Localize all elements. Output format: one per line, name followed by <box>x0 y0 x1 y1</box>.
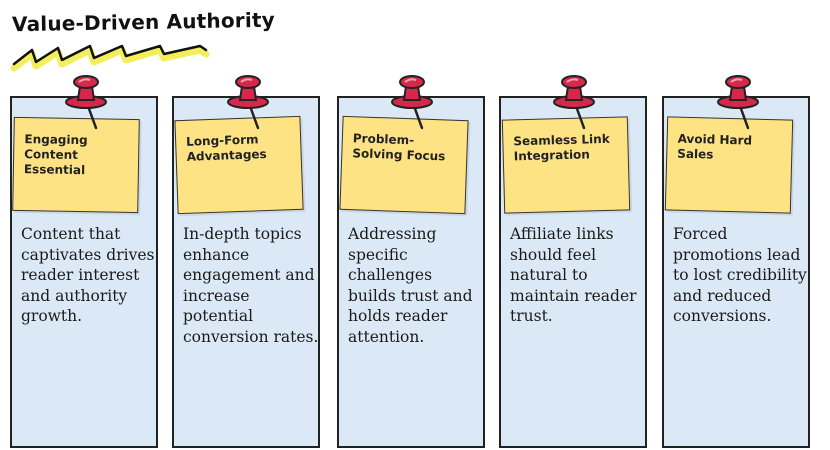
card-body-text: Content that captivates drives reader in… <box>21 225 155 325</box>
pushpin-icon <box>227 75 269 130</box>
sticky-note: Engaging Content Essential <box>12 116 140 214</box>
sticky-note: Seamless Link Integration <box>501 116 631 214</box>
note-heading: Engaging Content Essential <box>23 132 88 178</box>
note-heading: Long-Form Advantages <box>185 132 267 164</box>
pushpin-icon <box>391 75 433 130</box>
note-heading: Problem-Solving Focus <box>352 131 446 164</box>
pushpin-icon <box>717 75 759 130</box>
card-body-text: Forced promotions lead to lost credibili… <box>673 225 807 325</box>
note-heading: Seamless Link Integration <box>513 131 610 164</box>
sticky-note: Long-Form Advantages <box>174 115 304 215</box>
card-body-text: Affiliate links should feel natural to m… <box>510 225 637 325</box>
card-body-text: Addressing specific challenges builds tr… <box>348 225 473 346</box>
pushpin-icon <box>553 75 595 130</box>
pushpin-icon <box>65 75 107 130</box>
zigzag-underline-icon <box>10 44 210 72</box>
page-title: Value-Driven Authority <box>11 7 276 37</box>
sticky-note: Avoid Hard Sales <box>664 116 794 214</box>
card-body-text: In-depth topics enhance engagement and i… <box>183 225 319 346</box>
note-heading: Avoid Hard Sales <box>677 131 753 162</box>
sticky-note: Problem-Solving Focus <box>339 115 469 215</box>
